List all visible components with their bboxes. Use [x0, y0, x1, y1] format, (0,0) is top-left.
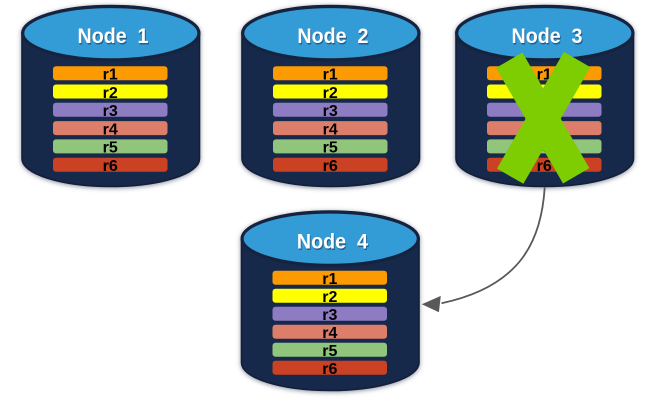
svg-text:r6: r6 [537, 158, 552, 175]
svg-text:r6: r6 [322, 361, 337, 378]
svg-text:r3: r3 [103, 103, 118, 120]
svg-text:Node 4: Node 4 [298, 232, 369, 255]
svg-text:r6: r6 [103, 158, 118, 175]
svg-text:r2: r2 [103, 85, 118, 102]
svg-text:Node 1: Node 1 [78, 25, 149, 48]
svg-text:r3: r3 [322, 307, 337, 324]
svg-text:r4: r4 [323, 121, 338, 138]
svg-text:Node 3: Node 3 [512, 26, 583, 49]
svg-text:r6: r6 [323, 158, 338, 175]
svg-text:Node 4: Node 4 [297, 231, 368, 254]
svg-text:r5: r5 [322, 343, 337, 360]
svg-text:Node 3: Node 3 [512, 25, 583, 48]
svg-text:r1: r1 [103, 67, 118, 84]
svg-text:r1: r1 [537, 67, 552, 84]
svg-text:r5: r5 [103, 140, 118, 157]
svg-text:r5: r5 [323, 140, 338, 157]
svg-text:r2: r2 [323, 85, 338, 102]
svg-text:r1: r1 [323, 67, 338, 84]
svg-text:r4: r4 [322, 325, 337, 342]
svg-text:Node 2: Node 2 [297, 25, 368, 48]
svg-text:r3: r3 [323, 103, 338, 120]
svg-text:Node 1: Node 1 [78, 26, 149, 49]
svg-text:r1: r1 [322, 271, 337, 288]
svg-text:Node 2: Node 2 [298, 26, 369, 49]
svg-text:r2: r2 [322, 289, 337, 306]
svg-text:r4: r4 [103, 121, 118, 138]
